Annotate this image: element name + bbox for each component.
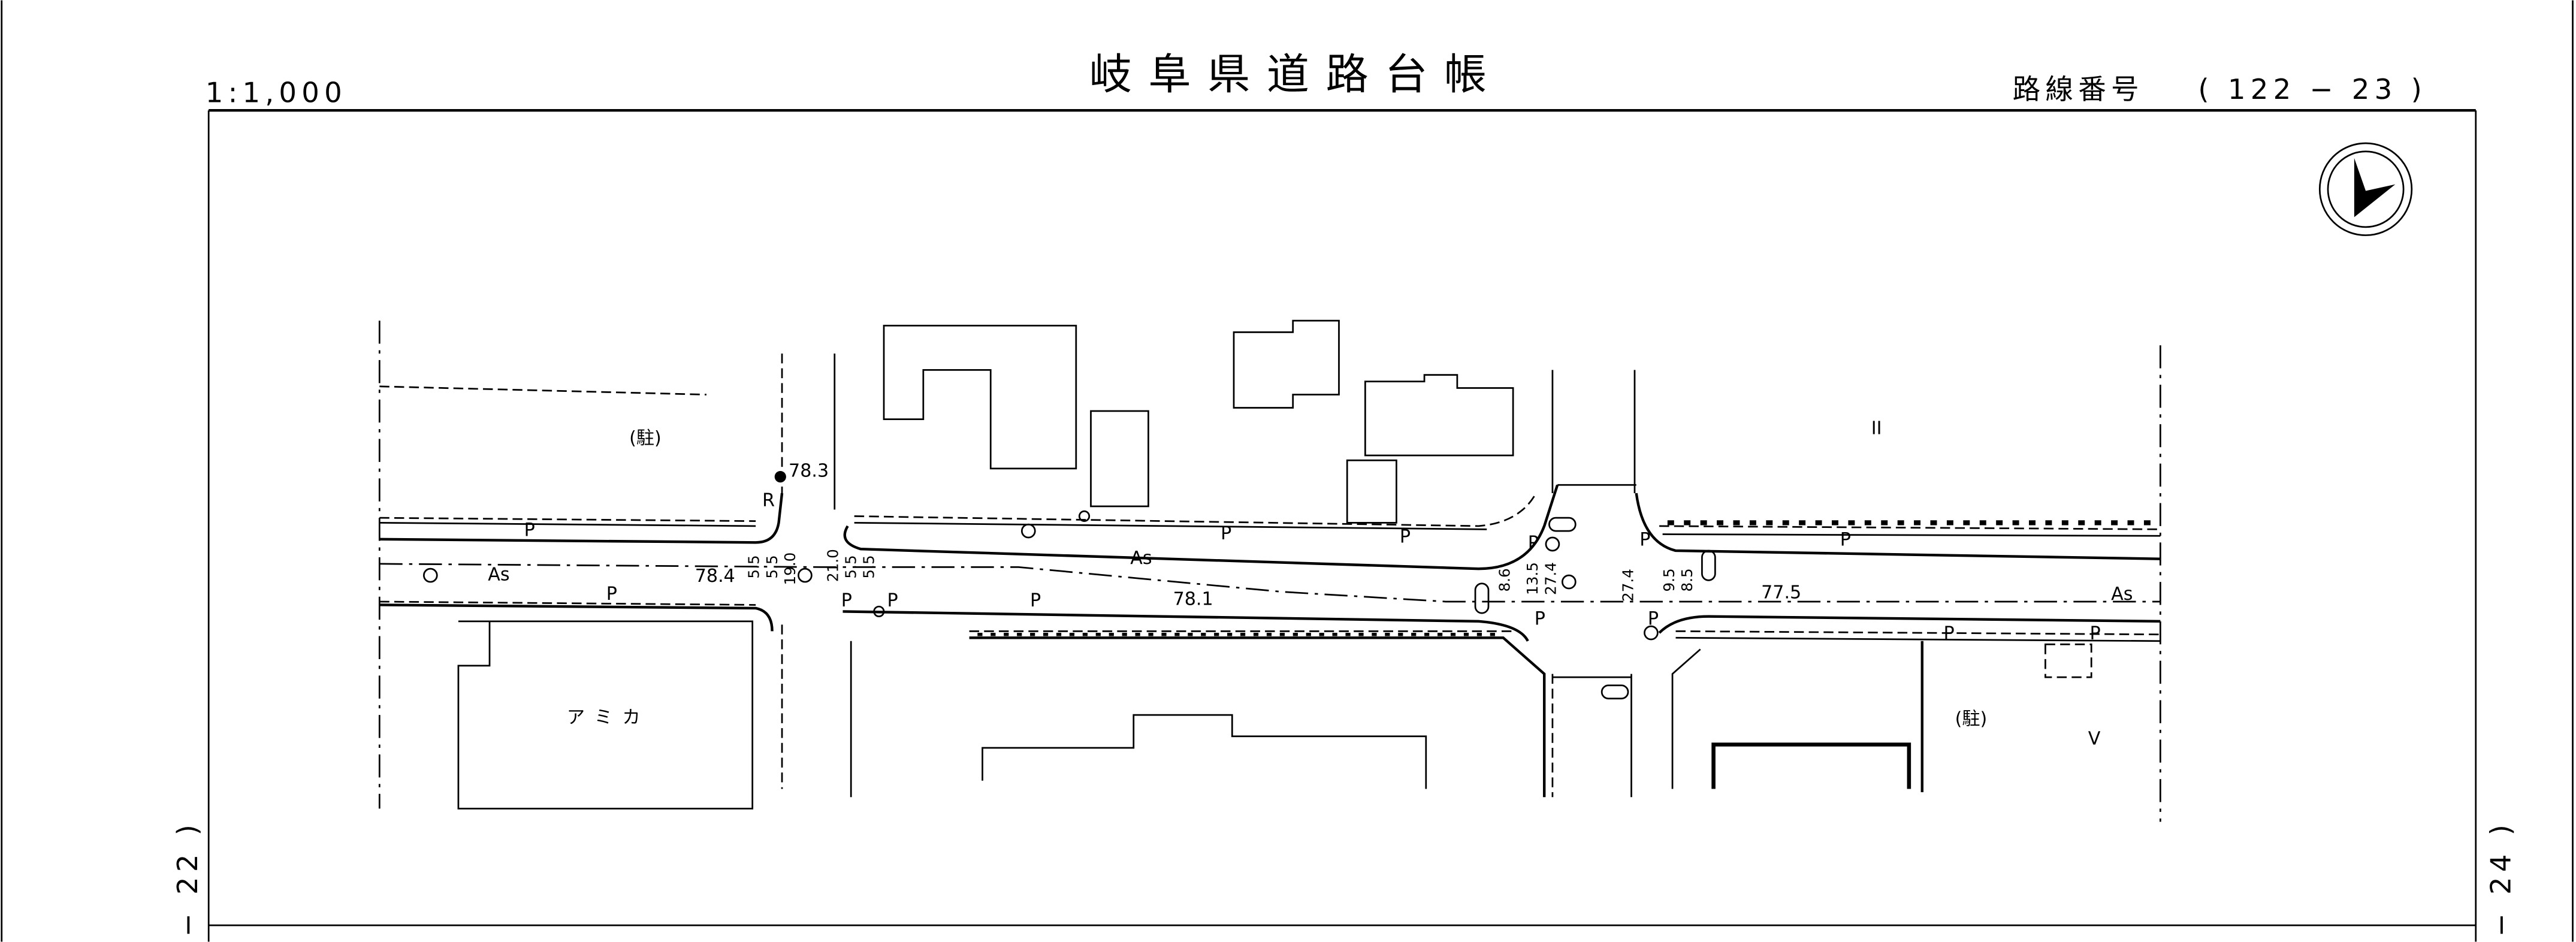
elevation-label: 78.1 (1173, 588, 1213, 609)
surface-label: As (488, 564, 509, 585)
parking-label: (駐) (629, 428, 662, 449)
adjacent-sheet-left[interactable]: − 22 ) (171, 820, 204, 937)
svg-text:P: P (606, 584, 617, 605)
map-symbol: V (2088, 728, 2101, 749)
route-label: 路線番号 (2013, 73, 2144, 105)
svg-text:P: P (1400, 526, 1411, 547)
benchmark-icon (774, 471, 786, 483)
svg-text:27.4: 27.4 (1542, 562, 1559, 595)
svg-text:5.5: 5.5 (763, 555, 781, 578)
width-dimensions-west: 5.5 5.5 19.0 21.0 5.5 5.5 (745, 549, 878, 585)
surface-label: As (2111, 584, 2133, 605)
parking-label: (駐) (1955, 709, 1988, 730)
svg-text:P: P (841, 590, 852, 611)
road-network (378, 321, 2161, 822)
adjacent-sheet-right[interactable]: − 24 ) (2484, 820, 2517, 937)
svg-text:5.5: 5.5 (745, 555, 763, 578)
map-symbol: R (762, 490, 775, 511)
svg-text:P: P (524, 520, 535, 541)
scale-label: 1:1,000 (206, 76, 347, 108)
svg-text:8.6: 8.6 (1496, 568, 1514, 591)
elevation-label: 78.3 (789, 461, 829, 482)
svg-text:5.5: 5.5 (842, 555, 859, 578)
building-label-amika: アミカ (567, 707, 650, 728)
svg-text:P: P (1943, 623, 1954, 644)
svg-text:P: P (2089, 623, 2100, 644)
svg-text:9.5: 9.5 (1660, 568, 1678, 591)
svg-text:P: P (1528, 533, 1539, 554)
svg-text:P: P (1840, 530, 1851, 551)
north-arrow-icon (2318, 142, 2413, 236)
svg-text:P: P (887, 590, 898, 611)
map-symbols (422, 510, 1716, 700)
svg-text:P: P (1648, 608, 1659, 629)
elevation-label: 77.5 (1761, 582, 1801, 603)
elevation-label: 78.4 (695, 566, 735, 587)
buildings (457, 319, 2092, 810)
svg-text:21.0: 21.0 (824, 549, 841, 582)
sheet-title: 岐阜県道路台帳 (1089, 50, 1503, 99)
svg-text:13.5: 13.5 (1524, 562, 1541, 595)
svg-text:8.5: 8.5 (1678, 568, 1696, 591)
svg-text:P: P (1535, 608, 1545, 629)
route-number: ( 122 − 23 ) (2198, 73, 2427, 105)
svg-text:19.0: 19.0 (781, 552, 799, 585)
surface-label: As (1130, 548, 1152, 569)
svg-text:P: P (1030, 590, 1041, 611)
svg-text:P: P (1639, 530, 1650, 551)
svg-text:27.4: 27.4 (1619, 569, 1636, 602)
pole-labels: P P P P P P P P P P P P P P (524, 520, 2101, 644)
width-dimensions-east: 8.6 13.5 27.4 27.4 9.5 8.5 (1496, 562, 1696, 602)
map-symbol: II (1871, 418, 1882, 439)
svg-text:P: P (1221, 523, 1231, 544)
svg-text:5.5: 5.5 (860, 555, 878, 578)
